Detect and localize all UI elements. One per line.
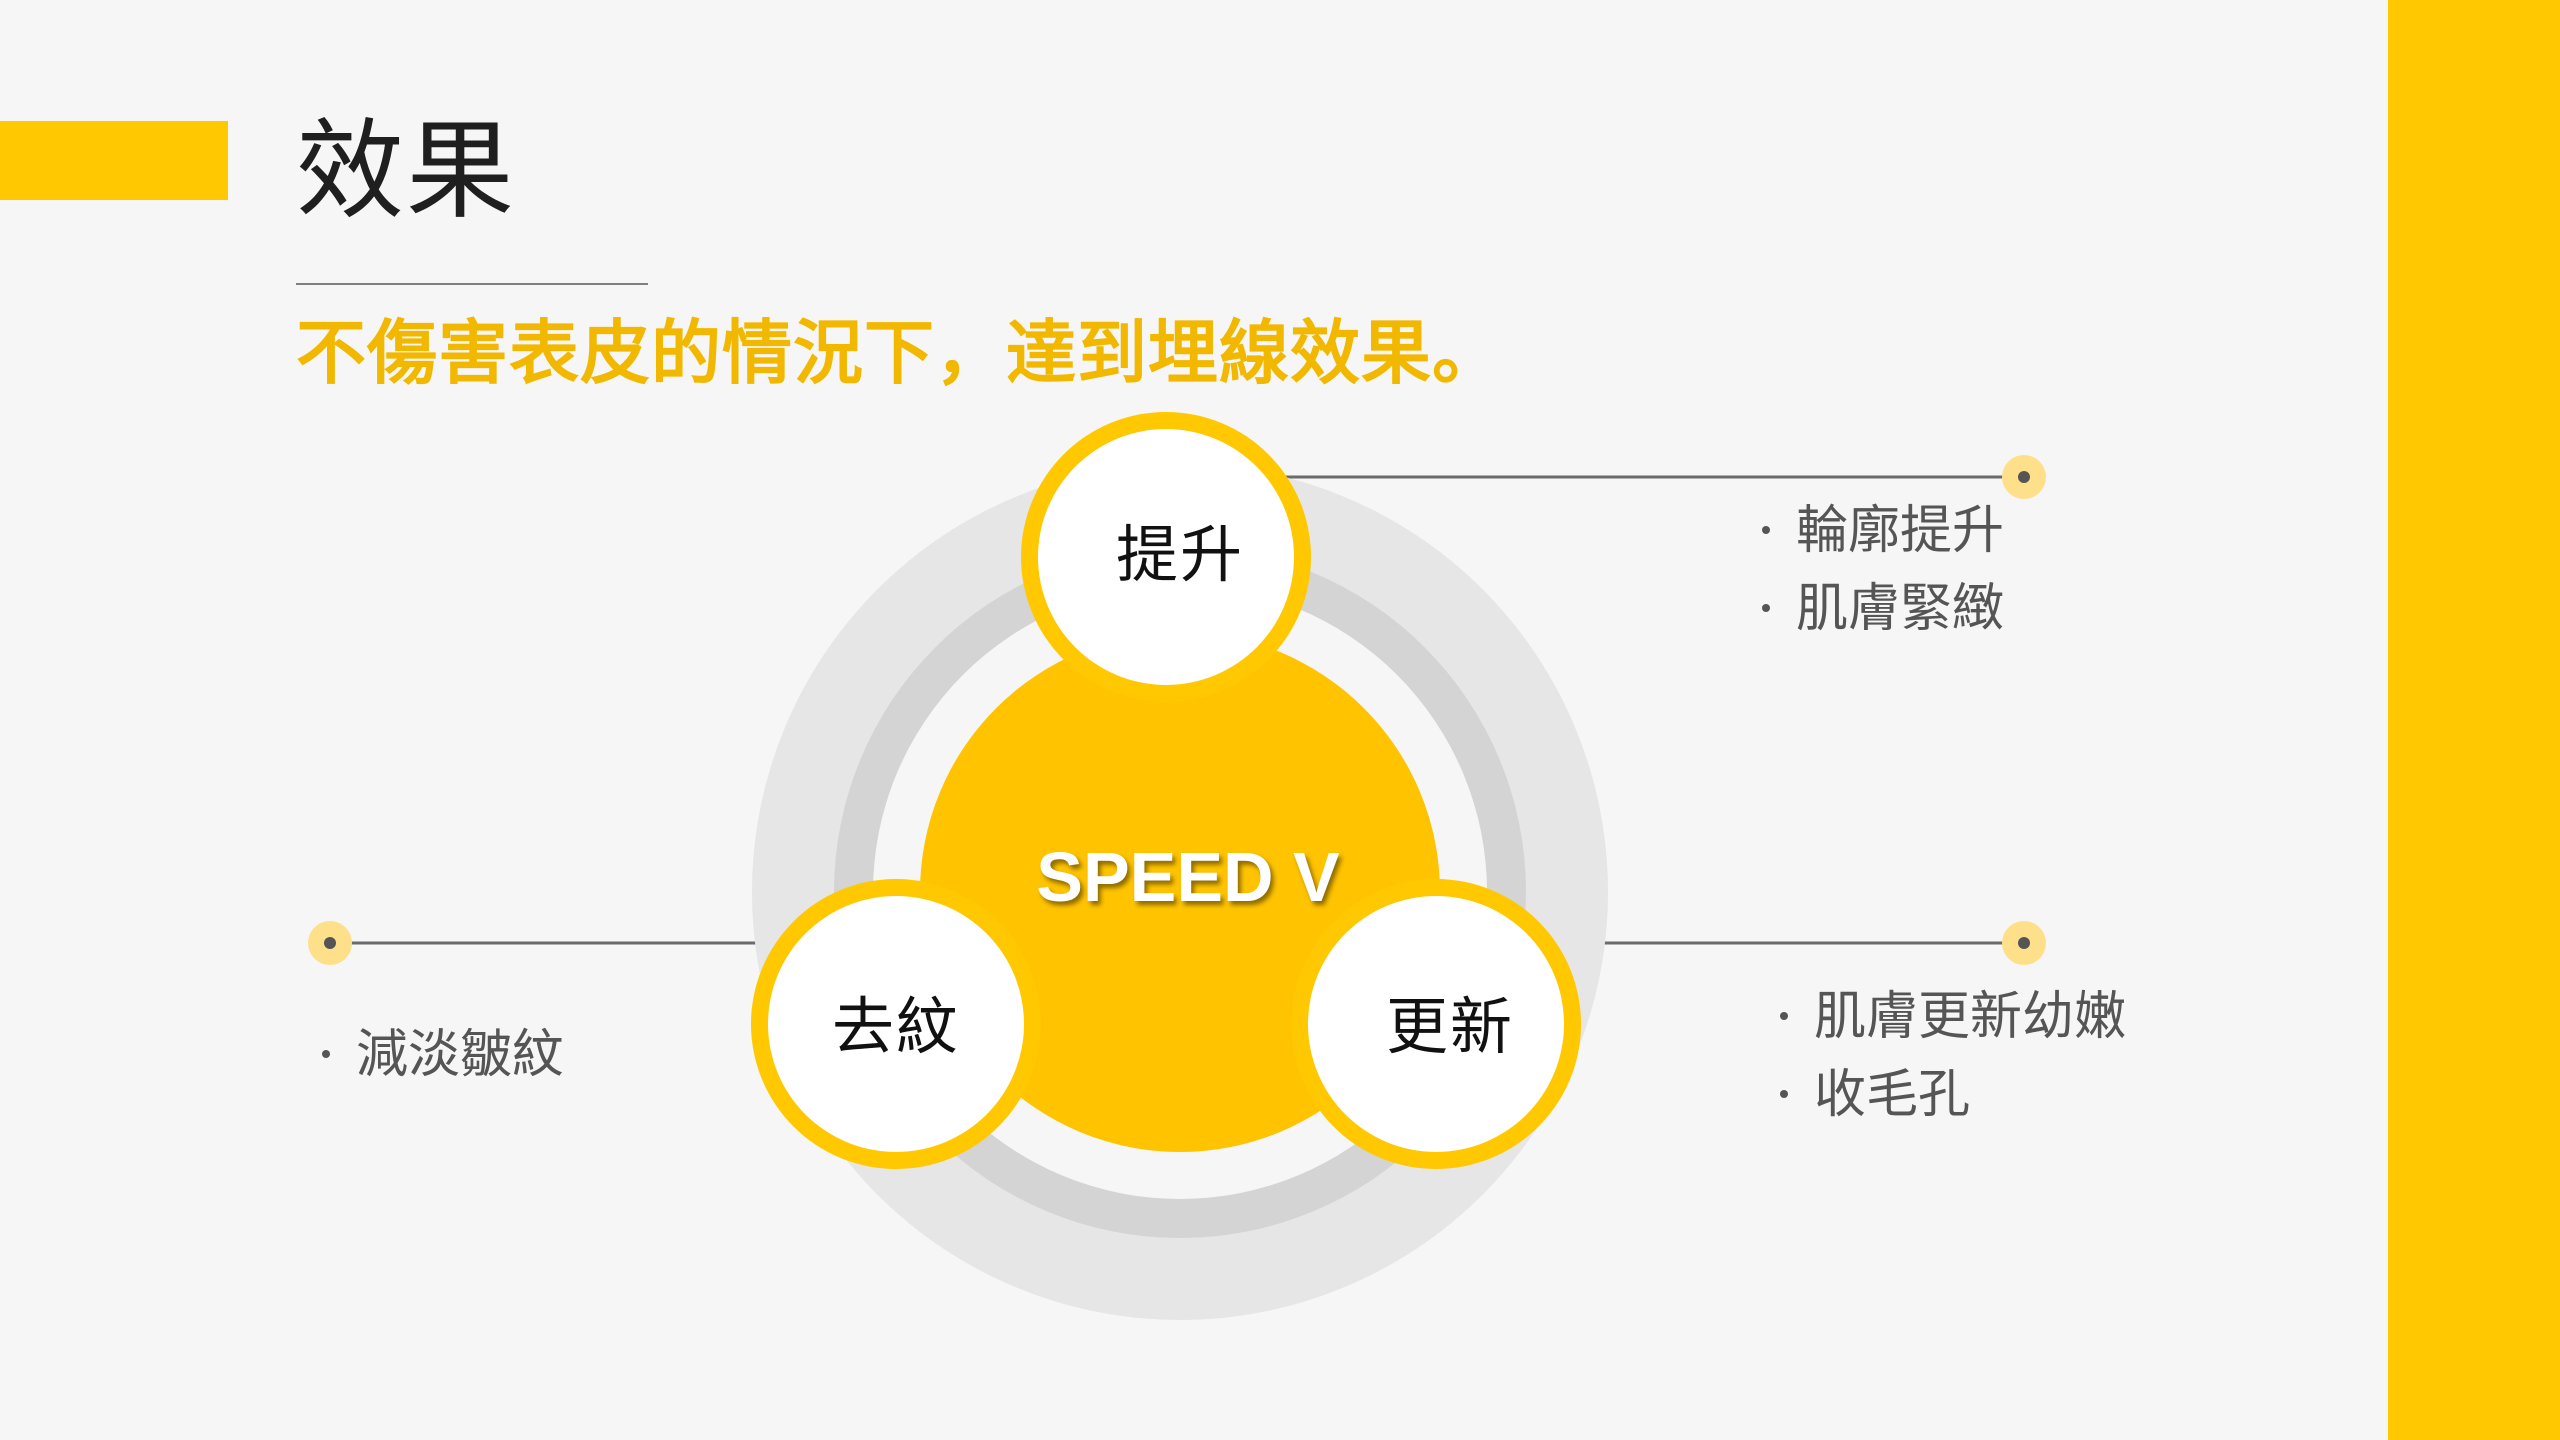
node-right-label: 更新 xyxy=(1385,990,1514,1063)
bullet-text: 減淡皺紋 xyxy=(356,1025,565,1085)
bullet-dot-icon xyxy=(1762,604,1770,612)
node-top-circle xyxy=(1021,412,1311,702)
list-item: 肌膚緊緻 xyxy=(1762,570,2004,648)
list-item: 肌膚更新幼嫩 xyxy=(1780,978,2126,1056)
center-label: SPEED V xyxy=(1036,838,1340,916)
list-item: 減淡皺紋 xyxy=(322,1016,564,1094)
right-bullet-list: 肌膚更新幼嫩 收毛孔 xyxy=(1780,978,2126,1134)
right-accent-band xyxy=(2388,0,2560,1440)
top-bullet-list: 輪廓提升 肌膚緊緻 xyxy=(1762,492,2004,648)
title-accent-bar xyxy=(0,121,228,200)
page-title: 效果 xyxy=(296,109,517,234)
bullet-dot-icon xyxy=(1762,526,1770,534)
node-left-label: 去紋 xyxy=(831,990,960,1063)
title-divider xyxy=(296,283,648,285)
endpoint-right-marker xyxy=(2002,921,2046,965)
bullet-text: 肌膚更新幼嫩 xyxy=(1814,987,2127,1047)
bullet-dot-icon xyxy=(1780,1012,1788,1020)
page-subtitle: 不傷害表皮的情況下，達到埋線效果。 xyxy=(296,312,1503,394)
node-top-label: 提升 xyxy=(1115,518,1244,591)
list-item: 輪廓提升 xyxy=(1762,492,2004,570)
list-item: 收毛孔 xyxy=(1780,1056,2126,1134)
bullet-dot-icon xyxy=(1780,1090,1788,1098)
node-left-circle xyxy=(751,879,1041,1169)
endpoint-left-marker xyxy=(308,921,352,965)
bullet-text: 肌膚緊緻 xyxy=(1796,579,2005,639)
bullet-text: 輪廓提升 xyxy=(1796,501,2005,561)
node-right-circle xyxy=(1291,879,1581,1169)
bullet-text: 收毛孔 xyxy=(1814,1065,1971,1125)
bullet-dot-icon xyxy=(322,1050,330,1058)
left-bullet-list: 減淡皺紋 xyxy=(322,1016,564,1094)
endpoint-top-marker xyxy=(2002,455,2046,499)
